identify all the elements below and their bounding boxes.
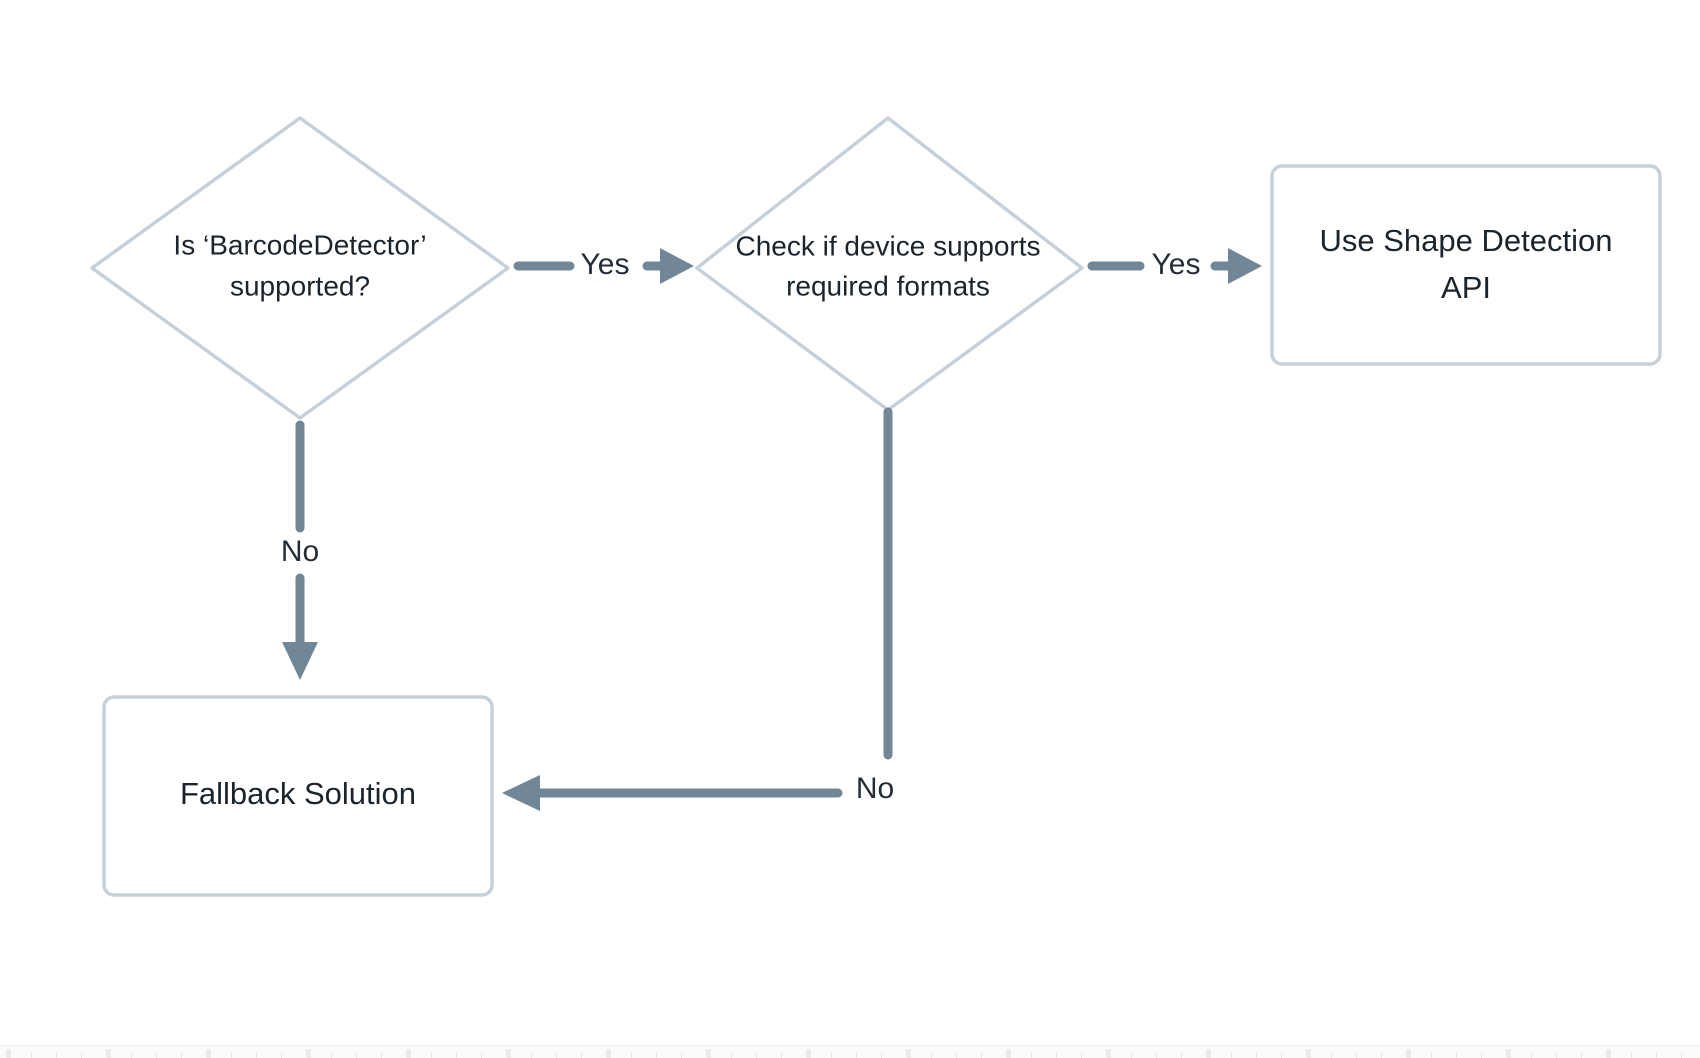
ruler-tick [1681, 1053, 1682, 1058]
ruler-tick [1581, 1053, 1582, 1058]
ruler-tick [181, 1053, 182, 1058]
node-decision-barcodedetector-line-1: Is ‘BarcodeDetector’ [173, 229, 426, 260]
ruler-tick [906, 1049, 911, 1058]
ruler-tick [856, 1053, 857, 1058]
ruler-tick [531, 1053, 532, 1058]
ruler-tick [431, 1053, 432, 1058]
ruler-tick [131, 1053, 132, 1058]
ruler-tick [1206, 1049, 1211, 1058]
ruler-tick [931, 1053, 932, 1058]
ruler-tick [731, 1053, 732, 1058]
ruler-tick [681, 1053, 682, 1058]
ruler-tick [556, 1053, 557, 1058]
ruler-tick [631, 1053, 632, 1058]
node-action-fallback-line-1: Fallback Solution [180, 776, 416, 811]
ruler-tick [81, 1053, 82, 1058]
ruler-tick [706, 1049, 711, 1058]
ruler-tick [231, 1053, 232, 1058]
ruler-tick [156, 1053, 157, 1058]
diamond-shape [695, 116, 1084, 412]
ruler-tick [1631, 1053, 1632, 1058]
ruler-tick [481, 1053, 482, 1058]
ruler-tick [1031, 1053, 1032, 1058]
ruler-tick [881, 1053, 882, 1058]
ruler-tick [656, 1053, 657, 1058]
ruler-tick [1406, 1049, 1411, 1058]
node-action-fallback[interactable]: Fallback Solution [102, 695, 494, 897]
node-action-shape-detection[interactable]: Use Shape Detection API [1270, 164, 1662, 366]
ruler-tick [781, 1053, 782, 1058]
ruler-tick [806, 1049, 811, 1058]
ruler-tick [381, 1053, 382, 1058]
ruler-tick [1181, 1053, 1182, 1058]
ruler-tick [1006, 1049, 1011, 1058]
edge-label-yes: Yes [1152, 248, 1201, 281]
ruler-tick [1306, 1049, 1311, 1058]
ruler-tick [1606, 1049, 1611, 1058]
ruler-tick [1106, 1049, 1111, 1058]
ruler-tick [981, 1053, 982, 1058]
ruler-tick [206, 1049, 211, 1058]
ruler-tick [581, 1053, 582, 1058]
ruler-tick [831, 1053, 832, 1058]
edge-formats-yes: Yes [1087, 248, 1262, 284]
bottom-ruler-strip[interactable] [0, 1045, 1700, 1058]
ruler-tick [1531, 1053, 1532, 1058]
node-action-shape-detection-line-1: Use Shape Detection [1320, 223, 1613, 258]
ruler-tick [31, 1053, 32, 1058]
ruler-tick [1456, 1053, 1457, 1058]
ruler-tick [1156, 1053, 1157, 1058]
edge-label-no: No [281, 535, 319, 568]
rectangle-shape [102, 695, 494, 897]
arrowhead-left-icon [502, 775, 540, 811]
ruler-tick [606, 1049, 611, 1058]
ruler-tick [456, 1053, 457, 1058]
node-decision-formats-line-2: required formats [786, 270, 990, 301]
node-decision-formats[interactable]: Check if device supports required format… [695, 116, 1084, 412]
edge-barcodedetector-yes: Yes [513, 248, 694, 284]
ruler-tick [256, 1053, 257, 1058]
arrowhead-right-icon [1228, 248, 1262, 284]
ruler-tick [56, 1053, 57, 1058]
ruler-tick [106, 1049, 111, 1058]
ruler-tick [956, 1053, 957, 1058]
ruler-tick [1481, 1053, 1482, 1058]
ruler-tick [506, 1049, 511, 1058]
ruler-tick [281, 1053, 282, 1058]
edge-barcodedetector-no: No [281, 420, 319, 680]
edge-label-no: No [856, 772, 894, 805]
ruler-tick [356, 1053, 357, 1058]
ruler-tick [1506, 1049, 1511, 1058]
node-decision-barcodedetector-line-2: supported? [230, 270, 370, 301]
diamond-shape [90, 116, 510, 420]
node-decision-barcodedetector[interactable]: Is ‘BarcodeDetector’ supported? [90, 116, 510, 420]
edge-label-yes: Yes [581, 248, 630, 281]
node-decision-formats-line-1: Check if device supports [735, 230, 1040, 261]
arrowhead-right-icon [660, 248, 694, 284]
ruler-tick [1281, 1053, 1282, 1058]
node-action-shape-detection-line-2: API [1441, 270, 1491, 305]
ruler-tick [1231, 1053, 1232, 1058]
ruler-tick [6, 1049, 11, 1058]
ruler-tick [756, 1053, 757, 1058]
ruler-tick [1331, 1053, 1332, 1058]
ruler-tick [1356, 1053, 1357, 1058]
ruler-tick [1081, 1053, 1082, 1058]
rectangle-shape [1270, 164, 1662, 366]
ruler-tick [1131, 1053, 1132, 1058]
ruler-tick [306, 1049, 311, 1058]
ruler-tick [1256, 1053, 1257, 1058]
ruler-tick [1431, 1053, 1432, 1058]
ruler-tick [1381, 1053, 1382, 1058]
ruler-tick [1056, 1053, 1057, 1058]
edge-formats-no: No [502, 407, 894, 811]
ruler-tick [1656, 1053, 1657, 1058]
ruler-tick [406, 1049, 411, 1058]
ruler-tick [331, 1053, 332, 1058]
ruler-tick [1556, 1053, 1557, 1058]
arrowhead-down-icon [282, 642, 318, 680]
